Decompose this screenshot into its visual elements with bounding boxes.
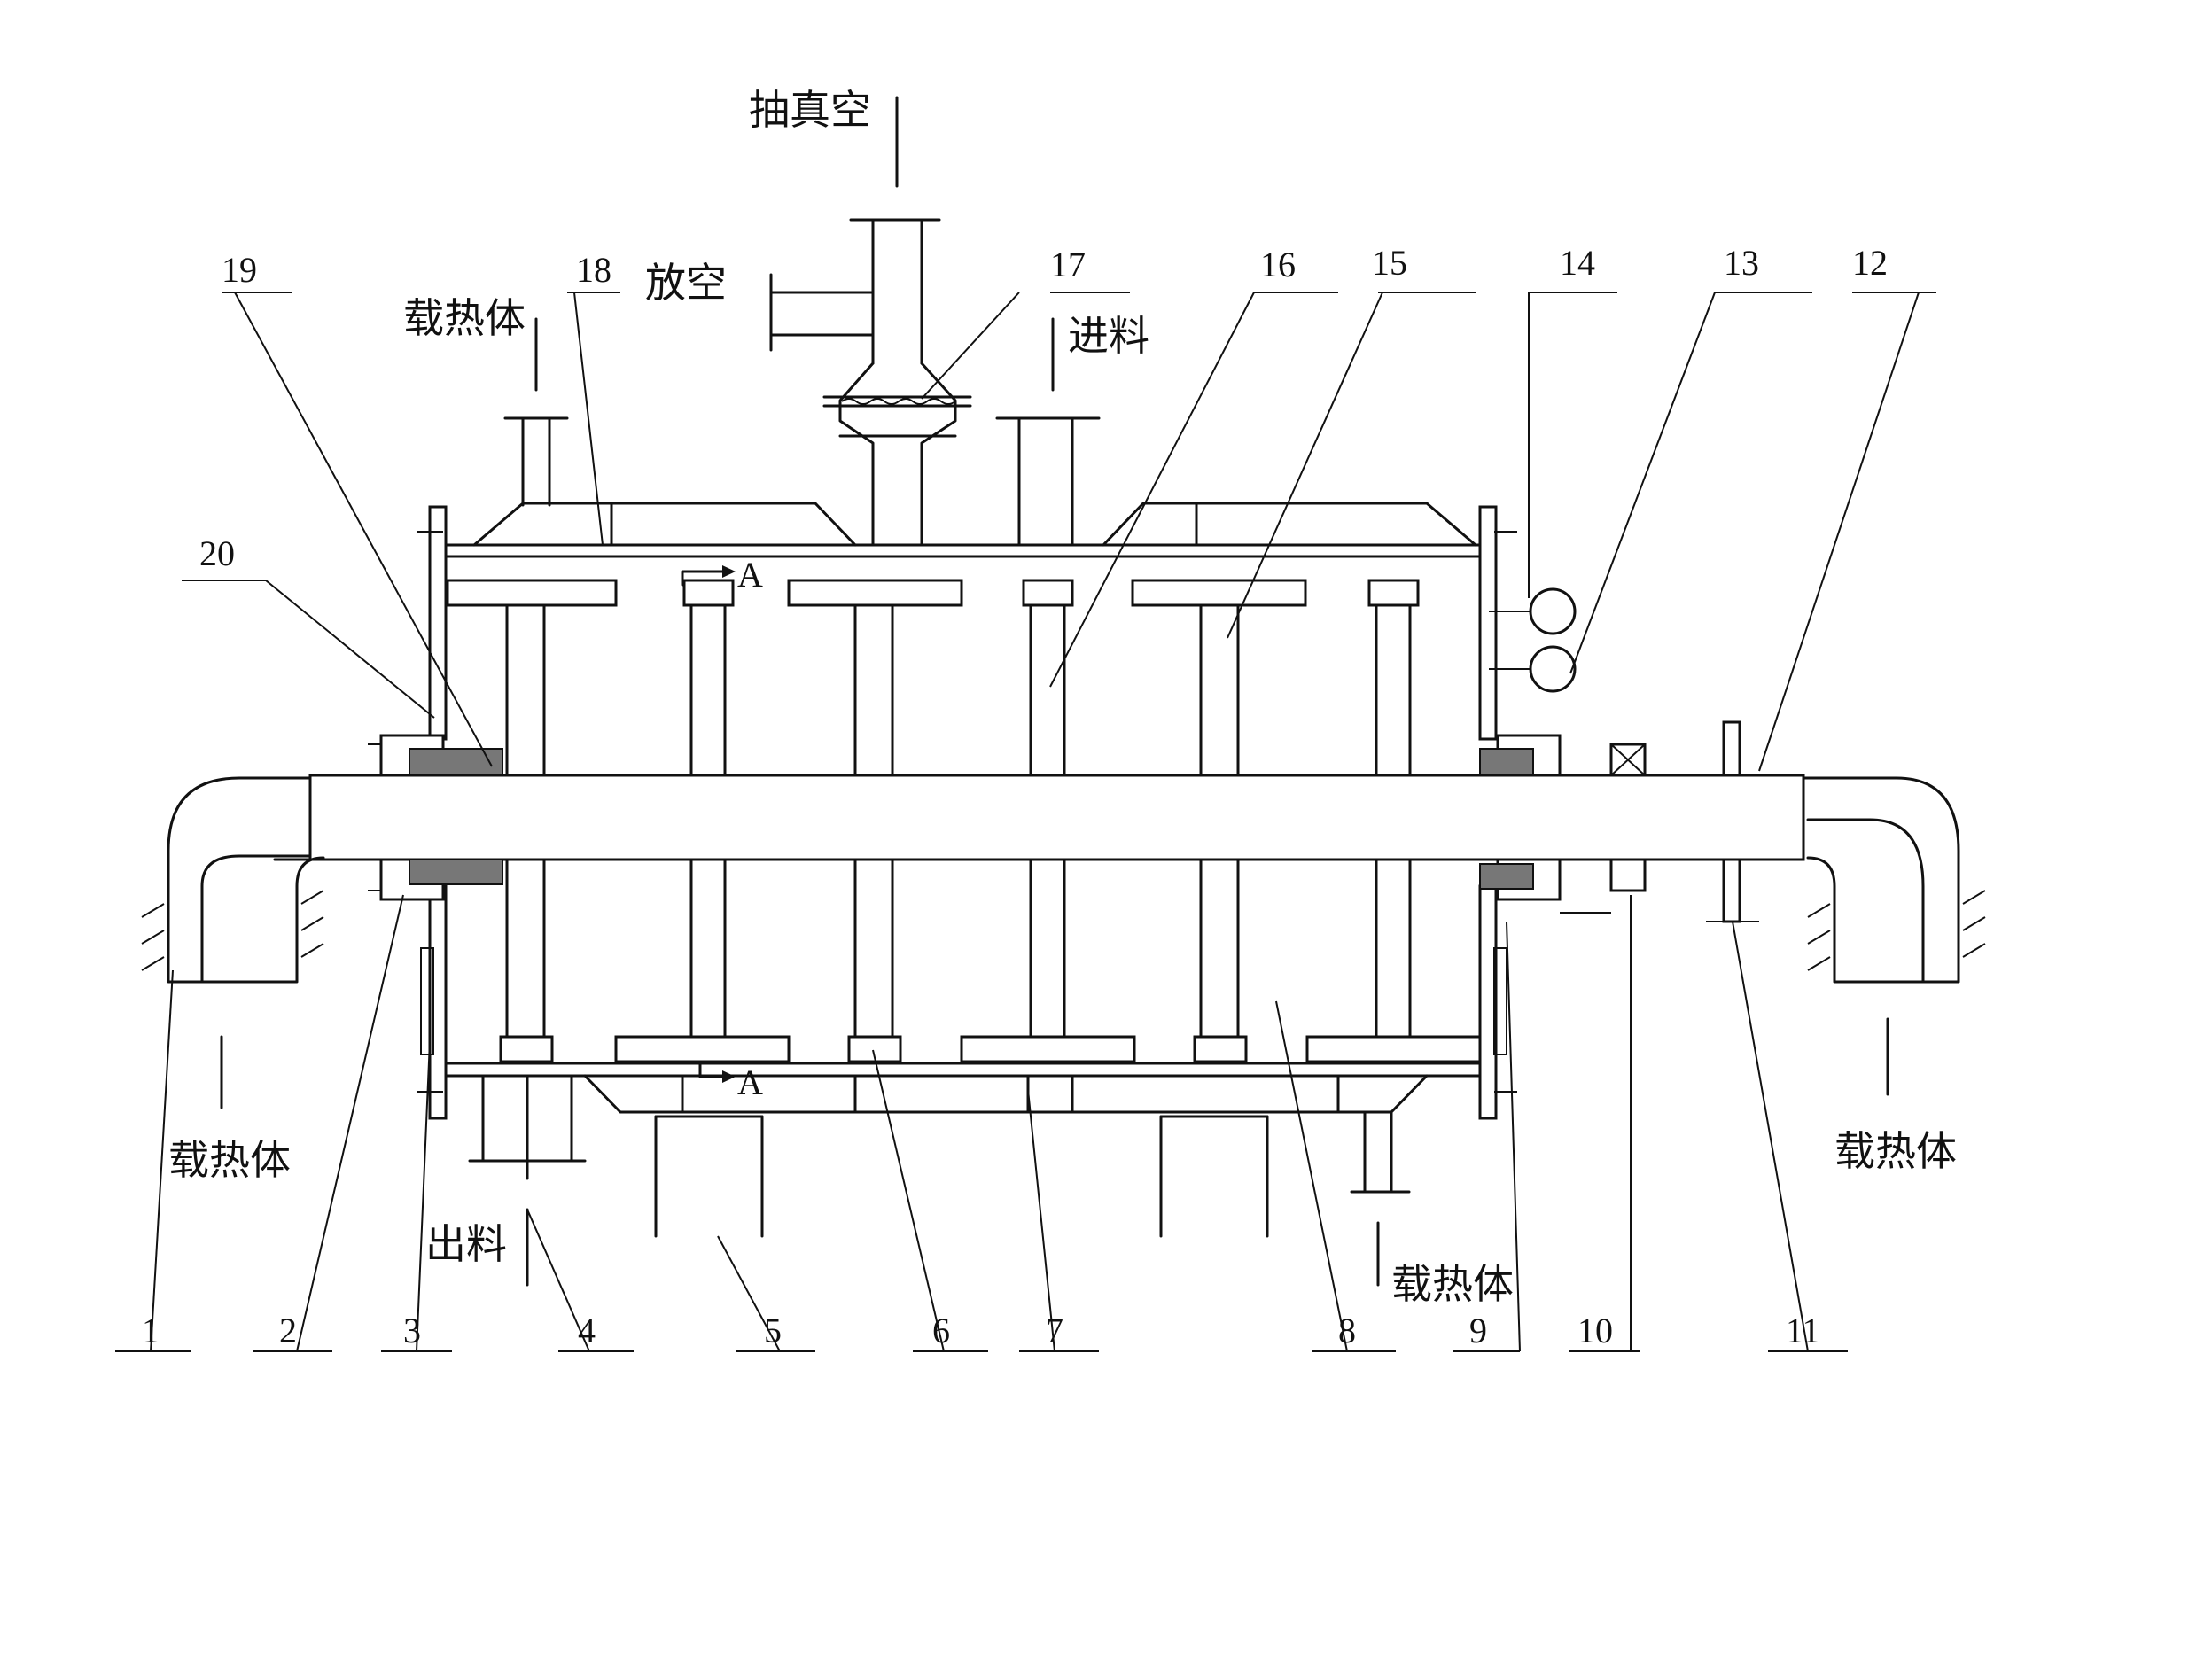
part-number-19: 19	[222, 250, 257, 290]
part-number-17: 17	[1050, 245, 1086, 284]
supports	[656, 1117, 1267, 1236]
left-seal-upper	[368, 735, 502, 775]
right-rotary-elbow	[1803, 778, 1985, 1094]
hollow-shaft	[310, 775, 1803, 860]
leaders-bottom	[115, 895, 1848, 1351]
part-number-13: 13	[1724, 243, 1759, 283]
upper-paddles	[448, 580, 1418, 775]
heat-carrier-inlet-top	[505, 319, 567, 505]
section-label-top: A	[737, 555, 763, 595]
part-number-5: 5	[764, 1311, 782, 1350]
right-seal-upper	[1480, 735, 1645, 775]
left-seal-lower	[368, 860, 502, 899]
vacuum-pipe	[771, 97, 970, 545]
feed-label: 进料	[1068, 312, 1149, 360]
section-marker-bottom: A	[700, 1062, 763, 1102]
part-number-8: 8	[1338, 1311, 1356, 1350]
discharge-label: 出料	[425, 1220, 507, 1268]
part-number-11: 11	[1786, 1311, 1820, 1350]
part-number-9: 9	[1469, 1311, 1487, 1350]
part-number-4: 4	[578, 1311, 596, 1350]
part-number-18: 18	[576, 250, 611, 290]
right-seal-lower	[1480, 860, 1645, 913]
part-number-15: 15	[1372, 243, 1407, 283]
part-number-3: 3	[403, 1311, 421, 1350]
vent-label: 放空	[645, 259, 727, 307]
part-number-14: 14	[1560, 243, 1595, 283]
part-number-1: 1	[142, 1311, 160, 1350]
heat-carrier-top-left-label: 载热体	[403, 294, 526, 342]
part-number-16: 16	[1260, 245, 1296, 284]
part-number-6: 6	[932, 1311, 950, 1350]
section-label-bottom: A	[737, 1062, 763, 1102]
part-number-2: 2	[279, 1311, 297, 1350]
lower-paddles	[501, 860, 1480, 1062]
part-number-12: 12	[1852, 243, 1888, 283]
left-rotary-elbow	[142, 778, 323, 1108]
part-number-10: 10	[1577, 1311, 1613, 1350]
part-number-20: 20	[199, 533, 235, 573]
heat-carrier-right-label: 载热体	[1834, 1127, 1957, 1175]
vacuum-label: 抽真空	[749, 86, 871, 134]
part-number-7: 7	[1046, 1311, 1063, 1350]
bottom-jacket	[585, 1076, 1427, 1112]
heat-carrier-outlet-bottom	[1351, 1112, 1409, 1285]
heat-carrier-left-label: 载热体	[168, 1136, 291, 1184]
heat-carrier-bottom-label: 载热体	[1391, 1260, 1514, 1308]
top-jacket	[474, 503, 1476, 545]
instruments	[1489, 589, 1575, 691]
